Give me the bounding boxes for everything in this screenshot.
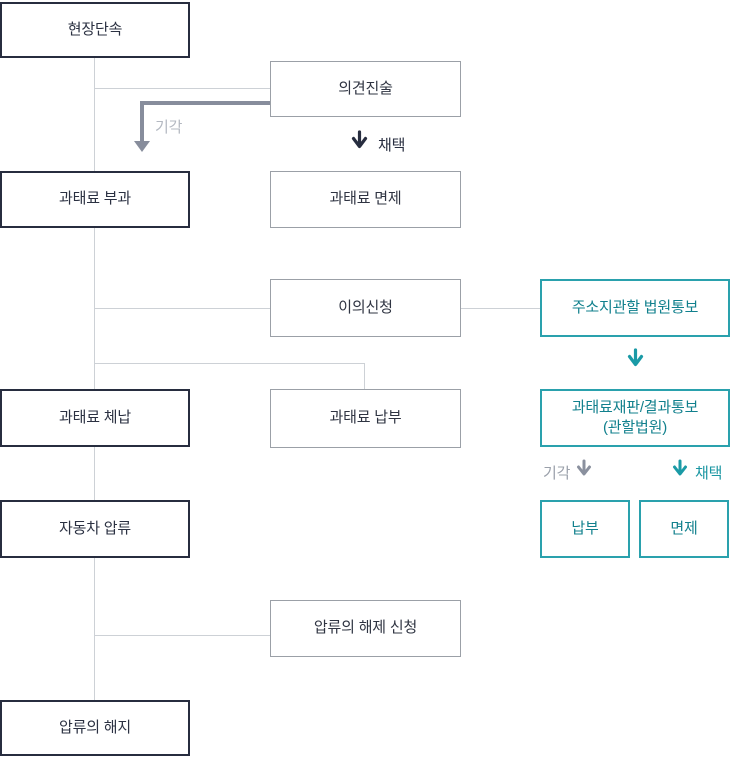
node-sublabel: (관할법원) (603, 419, 667, 436)
connector (461, 308, 540, 309)
node-label: 압류의 해지 (59, 718, 131, 736)
node-label: 현장단속 (67, 20, 123, 38)
elbow-arrow (140, 101, 144, 142)
edge-label-adopt-top: 채택 (378, 137, 406, 154)
node-fine-payment: 과태료 납부 (270, 389, 461, 448)
connector (364, 363, 365, 389)
node-label: 과태료재판/결과통보 (571, 398, 699, 416)
node-label: 과태료 납부 (329, 409, 402, 427)
connector (94, 635, 270, 636)
node-label: 면제 (670, 519, 698, 537)
node-label: 과태료 부과 (59, 190, 131, 208)
down-arrow-icon (672, 459, 688, 484)
connector (94, 88, 270, 89)
elbow-arrow (140, 101, 270, 105)
node-seizure-release: 압류의 해지 (0, 700, 190, 756)
node-label: 의견진술 (338, 79, 393, 97)
node-opinion-statement: 의견진술 (270, 61, 461, 117)
connector (94, 308, 270, 309)
node-court-notification: 주소지관할 법원통보 (540, 279, 730, 337)
edge-label-adopt-trial: 채택 (695, 465, 723, 482)
node-fine-trial: 과태료재판/결과통보 (관할법원) (540, 389, 730, 447)
down-arrow-icon (576, 459, 592, 484)
node-court-exemption: 면제 (639, 500, 729, 558)
node-fine-arrears: 과태료 체납 (0, 389, 190, 447)
node-vehicle-seizure: 자동차 압류 (0, 500, 190, 558)
node-label: 이의신청 (338, 298, 393, 316)
connector (94, 363, 365, 364)
node-label: 주소지관할 법원통보 (571, 298, 699, 316)
down-arrow-icon (351, 130, 368, 156)
connector (94, 558, 95, 700)
connector (94, 58, 95, 171)
node-fine-imposition: 과태료 부과 (0, 171, 190, 228)
node-court-payment: 납부 (540, 500, 630, 558)
node-label: 과태료 면제 (329, 190, 402, 208)
edge-label-reject-trial: 기각 (543, 465, 571, 482)
node-fine-exemption: 과태료 면제 (270, 171, 461, 228)
connector (94, 447, 95, 500)
down-arrow-icon (627, 348, 644, 374)
node-label: 과태료 체납 (59, 408, 131, 426)
elbow-arrow-head-icon (134, 141, 150, 152)
node-label: 자동차 압류 (59, 519, 131, 537)
node-seizure-release-request: 압류의 해제 신청 (270, 600, 461, 657)
node-label: 납부 (571, 519, 599, 537)
node-onsite-enforcement: 현장단속 (0, 2, 190, 58)
edge-label-reject-top: 기각 (155, 119, 183, 136)
node-label: 압류의 해제 신청 (313, 619, 418, 637)
node-objection-filing: 이의신청 (270, 279, 461, 337)
